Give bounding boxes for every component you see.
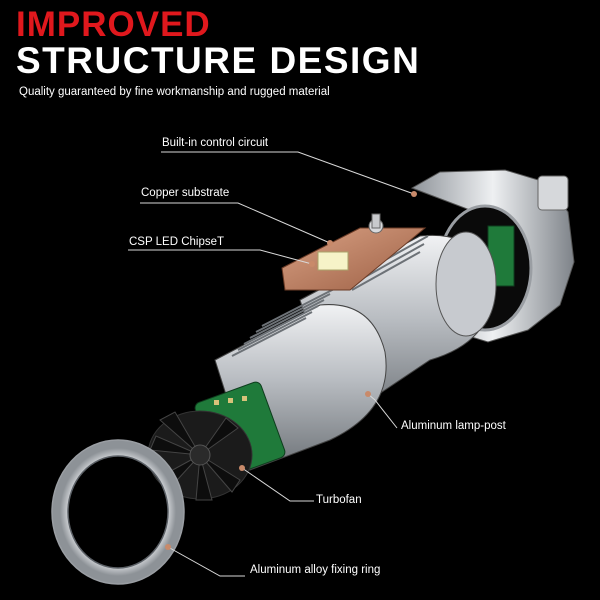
callout-csp-led-chipset: CSP LED ChipseT: [129, 236, 225, 248]
callout-leader-lines: [128, 151, 415, 577]
callout-aluminum-alloy-fixing-ring: Aluminum alloy fixing ring: [250, 564, 381, 576]
copper-substrate: [281, 213, 427, 291]
aluminum-fixing-ring: [51, 439, 185, 585]
callout-copper-substrate: Copper substrate: [141, 187, 230, 199]
callout-built-in-control-circuit: Built-in control circuit: [162, 137, 269, 149]
callout-aluminum-lamp-post: Aluminum lamp-post: [401, 420, 506, 432]
headline-structure-design: STRUCTURE DESIGN: [16, 40, 421, 81]
callout-dots: [165, 191, 417, 550]
callout-turbofan: Turbofan: [316, 494, 362, 506]
subtitle: Quality guaranteed by fine workmanship a…: [19, 86, 330, 98]
headline-improved: IMPROVED: [16, 5, 211, 44]
